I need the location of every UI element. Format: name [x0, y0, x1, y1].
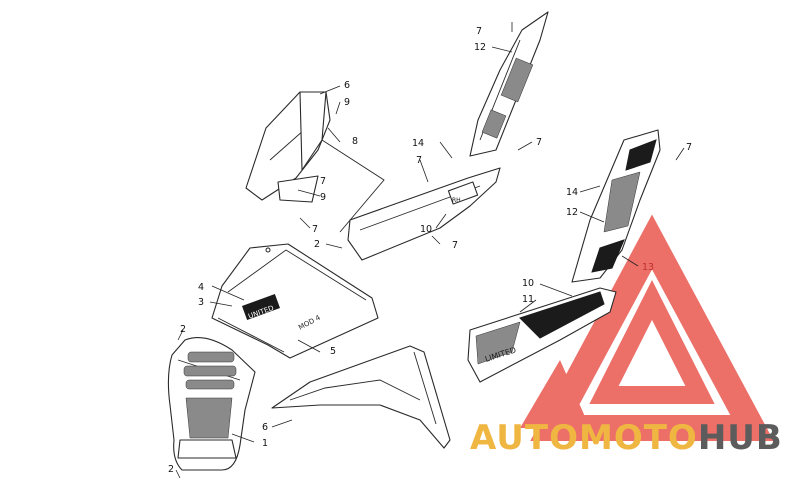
callout-6-b: 6	[262, 422, 268, 433]
callout-7-a: 7	[476, 26, 482, 37]
upper-side-panel-part	[469, 11, 549, 157]
callout-7-e: 7	[312, 224, 318, 235]
callout-6-a: 6	[344, 80, 350, 91]
callout-1: 1	[262, 438, 268, 449]
side-pod-part	[245, 91, 385, 233]
callout-3: 3	[198, 297, 204, 308]
watermark-wordmark: AUTOMOTOHUB	[470, 418, 783, 458]
callout-10-b: 10	[522, 278, 534, 289]
callout-8: 8	[352, 136, 358, 147]
callout-14-a: 14	[412, 138, 424, 149]
callout-2-b: 2	[168, 464, 174, 475]
callout-10-a: 10	[420, 224, 432, 235]
callout-labels: 1 2 2 2 3 4 5 6 6 7 7 7 7 7 7 7 8 9 9 10…	[168, 26, 692, 475]
callout-12-a: 12	[474, 42, 486, 53]
right-side-panel-part	[571, 129, 661, 283]
callout-13: 13	[642, 262, 654, 273]
upper-rocker-panel-part: RH	[347, 167, 501, 261]
watermark-word-hub: HUB	[697, 418, 783, 458]
callout-2-c: 2	[314, 239, 320, 250]
callout-4: 4	[198, 282, 204, 293]
watermark-word-moto: MOTO	[578, 418, 698, 458]
callout-12-b: 12	[566, 207, 578, 218]
callout-2-a: 2	[180, 324, 186, 335]
right-rocker-panel-part: LIMITED	[467, 287, 617, 383]
callout-7-g: 7	[686, 142, 692, 153]
callout-5: 5	[330, 346, 336, 357]
front-grille-part	[167, 337, 256, 471]
callout-14-b: 14	[566, 187, 578, 198]
leader-lines	[175, 22, 685, 479]
panel-small-text: RH	[452, 197, 461, 204]
watermark-word-auto: AUTO	[470, 418, 579, 458]
callout-7-d: 7	[452, 240, 458, 251]
lower-fender-part	[271, 345, 451, 449]
callout-7-f: 7	[320, 176, 326, 187]
callout-7-b: 7	[536, 137, 542, 148]
callout-11: 11	[522, 294, 534, 305]
callout-9-a: 9	[344, 97, 350, 108]
callout-9-b: 9	[320, 192, 326, 203]
callout-7-c: 7	[416, 155, 422, 166]
watermark-triangle-logo	[520, 214, 774, 441]
hood-part: UNITED MOD 4	[211, 243, 379, 359]
